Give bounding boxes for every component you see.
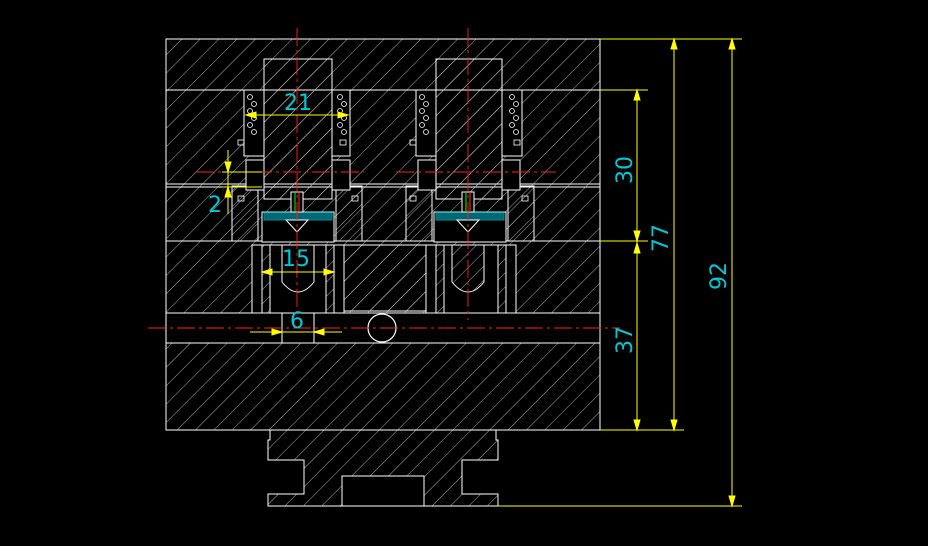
middle-plate	[165, 183, 601, 242]
right-core-assembly	[405, 58, 535, 243]
right-spring-icon	[419, 94, 519, 135]
centerlines	[148, 28, 620, 329]
dim-21: 21	[284, 91, 312, 116]
dim-77: 77	[649, 224, 674, 252]
bottom-base	[267, 429, 499, 507]
dim-6: 6	[290, 309, 304, 334]
dim-2: 2	[208, 193, 222, 218]
dim-15: 15	[282, 247, 310, 272]
cavity-plate	[165, 89, 601, 185]
runner-plate	[165, 240, 601, 314]
left-core-assembly	[231, 58, 363, 243]
dimension-lines	[222, 37, 742, 508]
dim-92: 92	[707, 262, 732, 290]
dim-37: 37	[613, 326, 638, 354]
dim-30: 30	[613, 156, 638, 184]
base-plate	[165, 342, 601, 431]
top-plate	[165, 38, 601, 91]
